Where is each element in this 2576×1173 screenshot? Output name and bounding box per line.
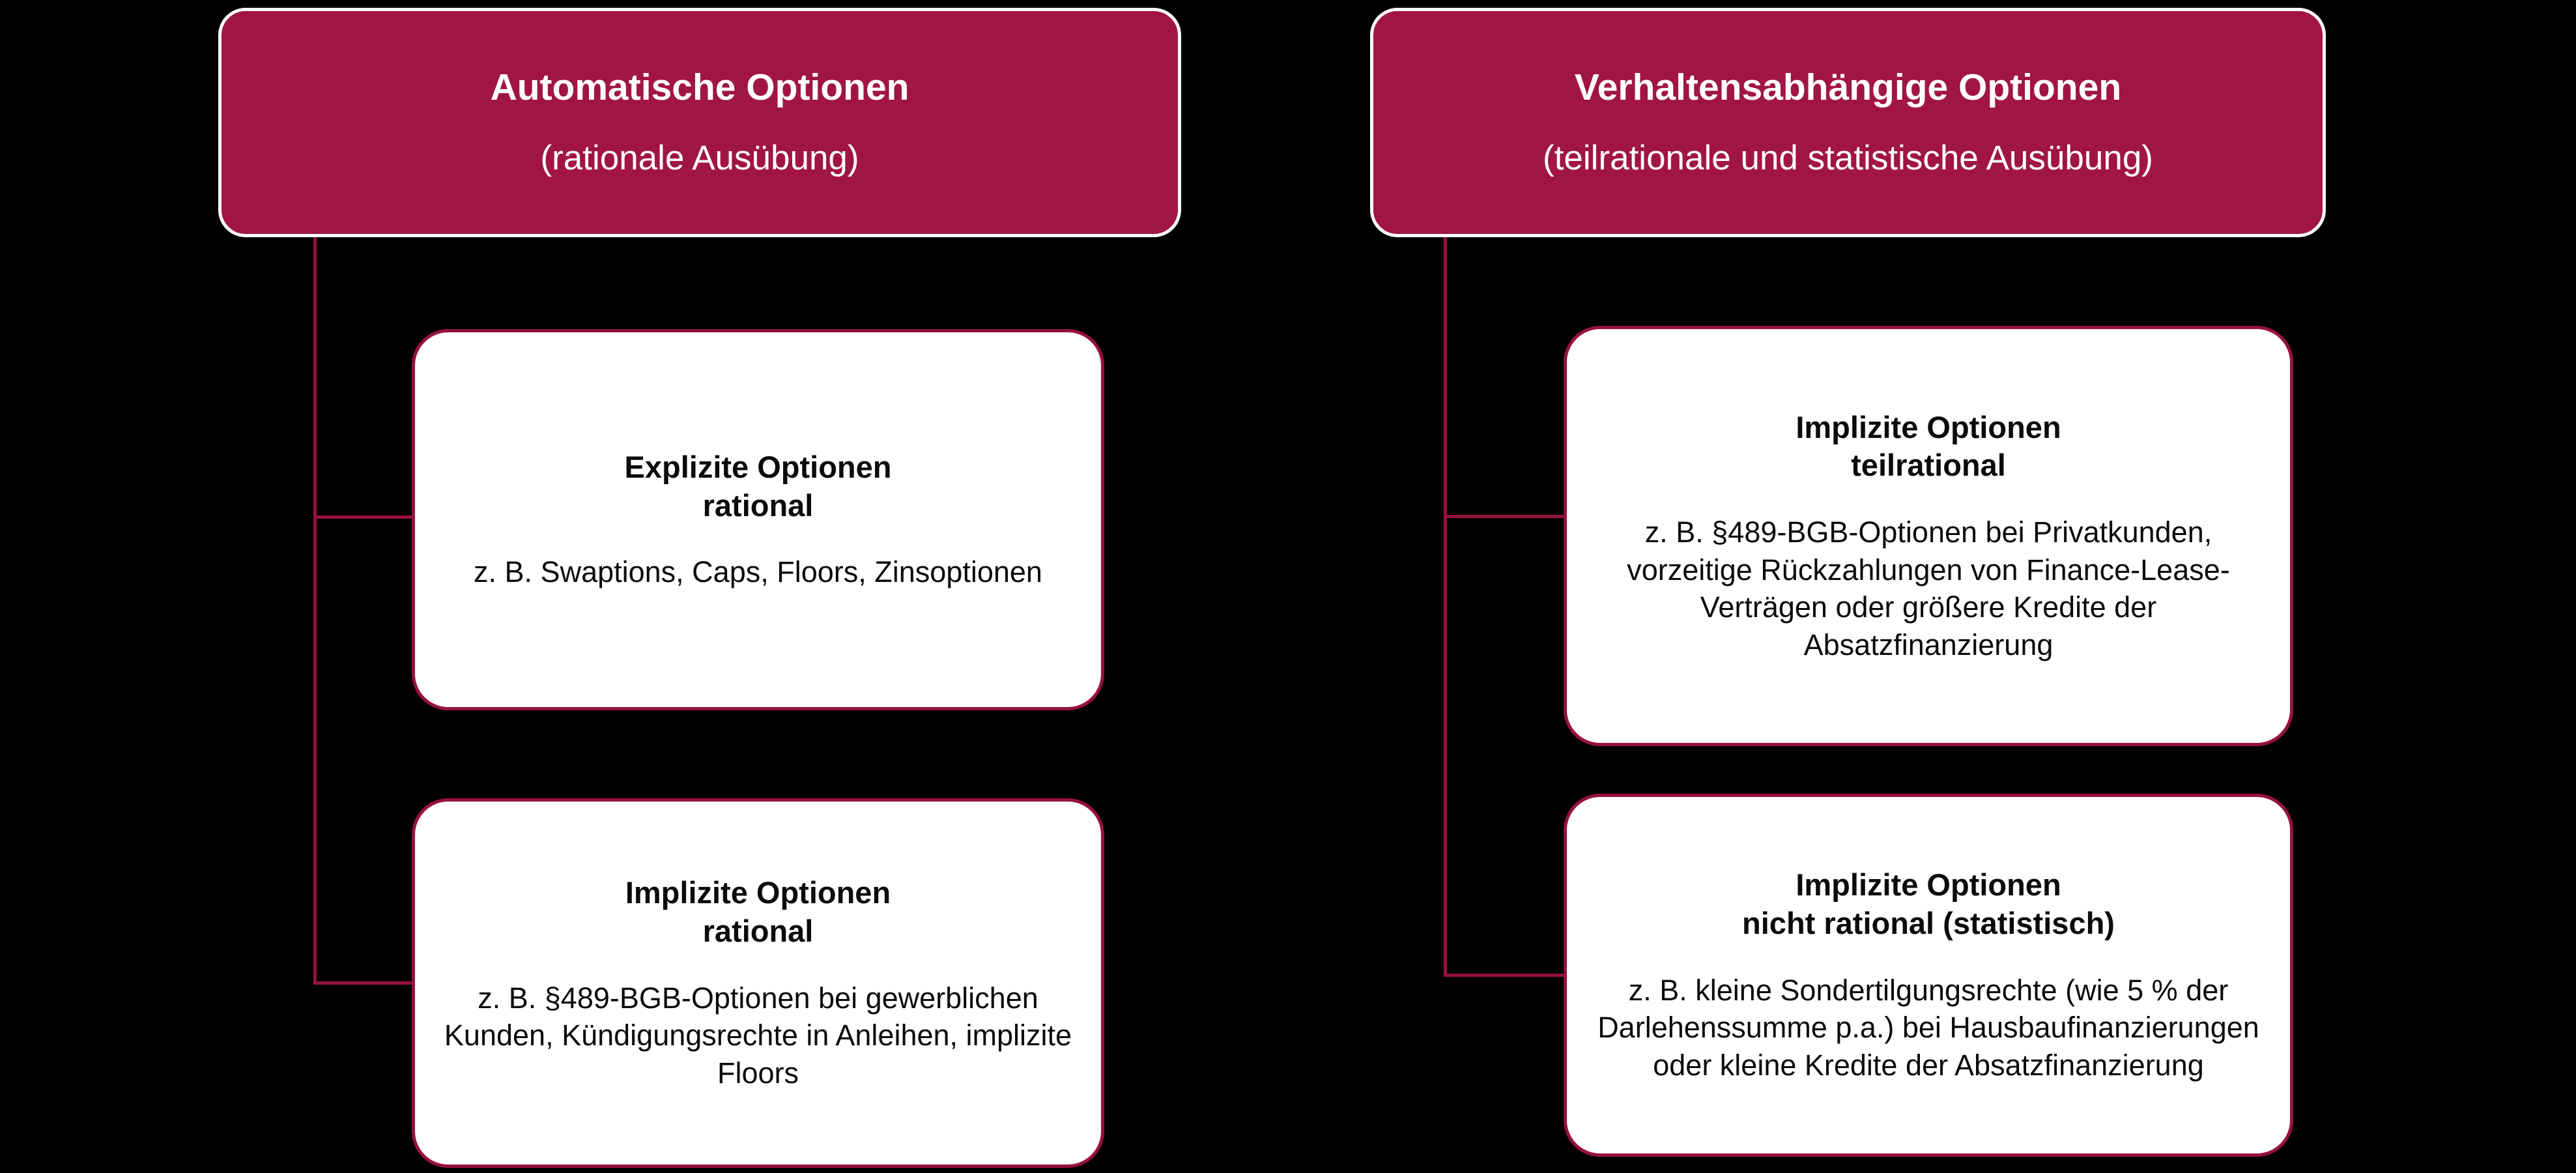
header-behavioral-options: Verhaltensabhängige Optionen (teilration… — [1370, 8, 2326, 237]
box-title-line1: Implizite Optionen — [1796, 867, 2061, 903]
box-title-line1: Explizite Optionen — [624, 449, 892, 484]
header-subtitle: (teilrationale und statistische Ausübung… — [1543, 139, 2153, 178]
box-explicit-options-rational: Explizite Optionen rational z. B. Swapti… — [412, 329, 1104, 710]
connector-trunk-right — [1444, 237, 1447, 977]
connector-trunk-left — [313, 237, 317, 985]
connector-branch-left-top — [313, 515, 412, 519]
box-implicit-options-partly-rational: Implizite Optionen teilrational z. B. §4… — [1564, 326, 2293, 746]
header-title: Automatische Optionen — [490, 66, 909, 108]
box-implicit-options-rational: Implizite Optionen rational z. B. §489-B… — [412, 798, 1104, 1168]
connector-branch-right-top — [1444, 515, 1564, 518]
header-automatic-options: Automatische Optionen (rationale Ausübun… — [218, 8, 1181, 237]
box-title: Implizite Optionen rational — [625, 874, 891, 951]
box-body: z. B. §489-BGB-Optionen bei gewerblichen… — [444, 981, 1072, 1090]
box-title-line2: rational — [702, 914, 814, 949]
header-title: Verhaltensabhängige Optionen — [1574, 66, 2122, 108]
box-title-line2: nicht rational (statistisch) — [1742, 906, 2115, 941]
box-body: z. B. §489-BGB-Optionen bei Privatkunden… — [1627, 515, 2230, 661]
box-body: z. B. Swaptions, Caps, Floors, Zinsoptio… — [474, 555, 1042, 589]
box-title-line2: teilrational — [1851, 448, 2006, 483]
box-title-line1: Implizite Optionen — [625, 875, 891, 910]
box-body: z. B. kleine Sondertilgungsrechte (wie 5… — [1597, 973, 2259, 1082]
box-title: Explizite Optionen rational — [625, 448, 892, 525]
box-title: Implizite Optionen nicht rational (stati… — [1742, 866, 2115, 943]
header-subtitle: (rationale Ausübung) — [540, 139, 859, 178]
box-title-line2: rational — [702, 487, 814, 523]
connector-branch-right-bottom — [1444, 974, 1564, 977]
box-title: Implizite Optionen teilrational — [1796, 409, 2061, 485]
connector-branch-left-bottom — [313, 981, 412, 985]
box-implicit-options-not-rational: Implizite Optionen nicht rational (stati… — [1564, 794, 2293, 1157]
box-title-line1: Implizite Optionen — [1796, 409, 2061, 444]
